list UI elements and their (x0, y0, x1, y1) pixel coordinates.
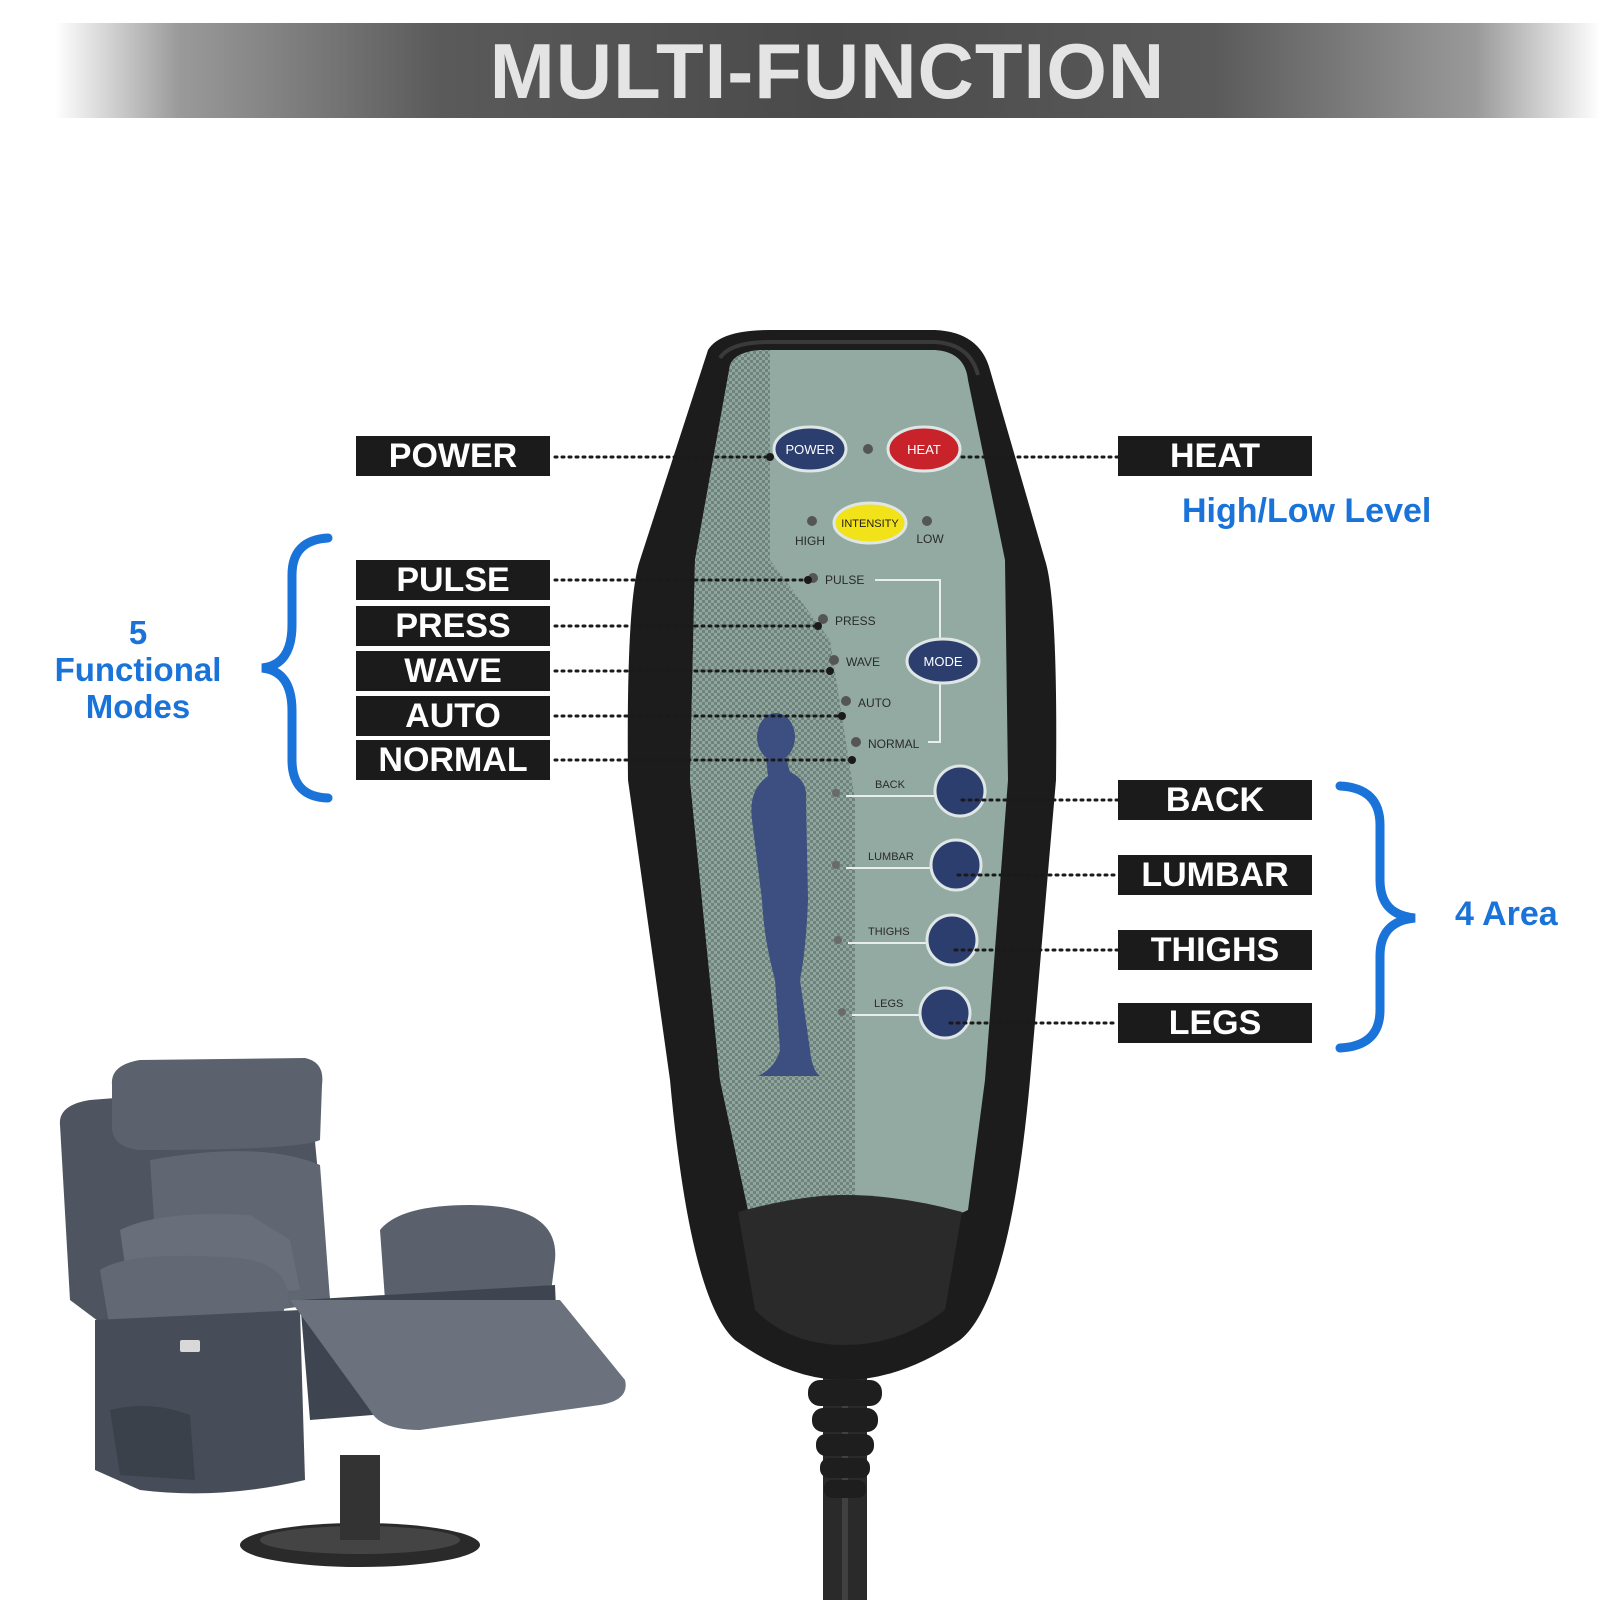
remote-area-back: BACK (875, 779, 906, 791)
lumbar-label: LUMBAR (1118, 855, 1312, 895)
remote-power-button[interactable]: POWER (772, 425, 848, 473)
modes-count-text: 5 (128, 614, 148, 651)
power-label: POWER (356, 436, 550, 476)
remote-mode-wave: WAVE (846, 655, 880, 669)
remote-high-text: HIGH (795, 534, 825, 548)
remote-area-lumbar: LUMBAR (868, 851, 914, 863)
leader-lines (553, 455, 1120, 1025)
remote-power-text: POWER (785, 442, 834, 457)
remote-area-rows: BACK LUMBAR THIGHS LEGS (832, 779, 935, 1016)
recliner-chair-image (59, 1058, 626, 1567)
remote-heat-text: HEAT (907, 442, 941, 457)
remote-legs-button[interactable] (918, 986, 972, 1040)
low-indicator-led (922, 516, 932, 526)
remote-grip (738, 1195, 962, 1345)
pulse-label: PULSE (356, 560, 550, 600)
modes-line1-text: Functional (54, 651, 222, 688)
remote-mode-press: PRESS (835, 614, 876, 628)
auto-label: AUTO (356, 696, 550, 736)
wave-label: WAVE (356, 651, 550, 691)
remote-area-thighs: THIGHS (868, 926, 910, 938)
remote-mode-pulse: PULSE (825, 573, 864, 587)
remote-mode-normal: NORMAL (868, 737, 920, 751)
normal-label: NORMAL (356, 740, 550, 780)
title-banner: MULTI-FUNCTION (55, 23, 1600, 118)
left-brace (261, 533, 333, 803)
heat-label: HEAT (1118, 436, 1312, 476)
area-note: 4 Area (1455, 895, 1558, 933)
remote-low-text: LOW (916, 532, 944, 546)
power-indicator-led (863, 444, 873, 454)
back-label: BACK (1118, 780, 1312, 820)
body-silhouette-icon (751, 713, 820, 1076)
remote-lumbar-button[interactable] (929, 838, 983, 892)
thighs-label: THIGHS (1118, 930, 1312, 970)
remote-mode-text: MODE (924, 654, 963, 669)
heat-level-note: High/Low Level (1182, 492, 1432, 530)
remote-thighs-button[interactable] (925, 913, 979, 967)
high-indicator-led (807, 516, 817, 526)
remote-intensity-text: INTENSITY (841, 518, 899, 530)
remote-mode-button[interactable]: MODE (905, 637, 981, 685)
cord-strain-relief (808, 1380, 882, 1498)
right-brace (1335, 781, 1416, 1053)
remote-area-legs: LEGS (874, 998, 903, 1010)
remote-back-button[interactable] (933, 764, 987, 818)
remote-mode-list: PULSE PRESS WAVE AUTO NORMAL (808, 573, 941, 751)
modes-line2-text: Modes (85, 688, 191, 725)
remote-mode-auto: AUTO (858, 696, 891, 710)
page-title: MULTI-FUNCTION (489, 27, 1166, 115)
remote-intensity-button[interactable]: INTENSITY (832, 501, 908, 545)
press-label: PRESS (356, 606, 550, 646)
remote-heat-button[interactable]: HEAT (886, 425, 962, 473)
legs-label: LEGS (1118, 1003, 1312, 1043)
